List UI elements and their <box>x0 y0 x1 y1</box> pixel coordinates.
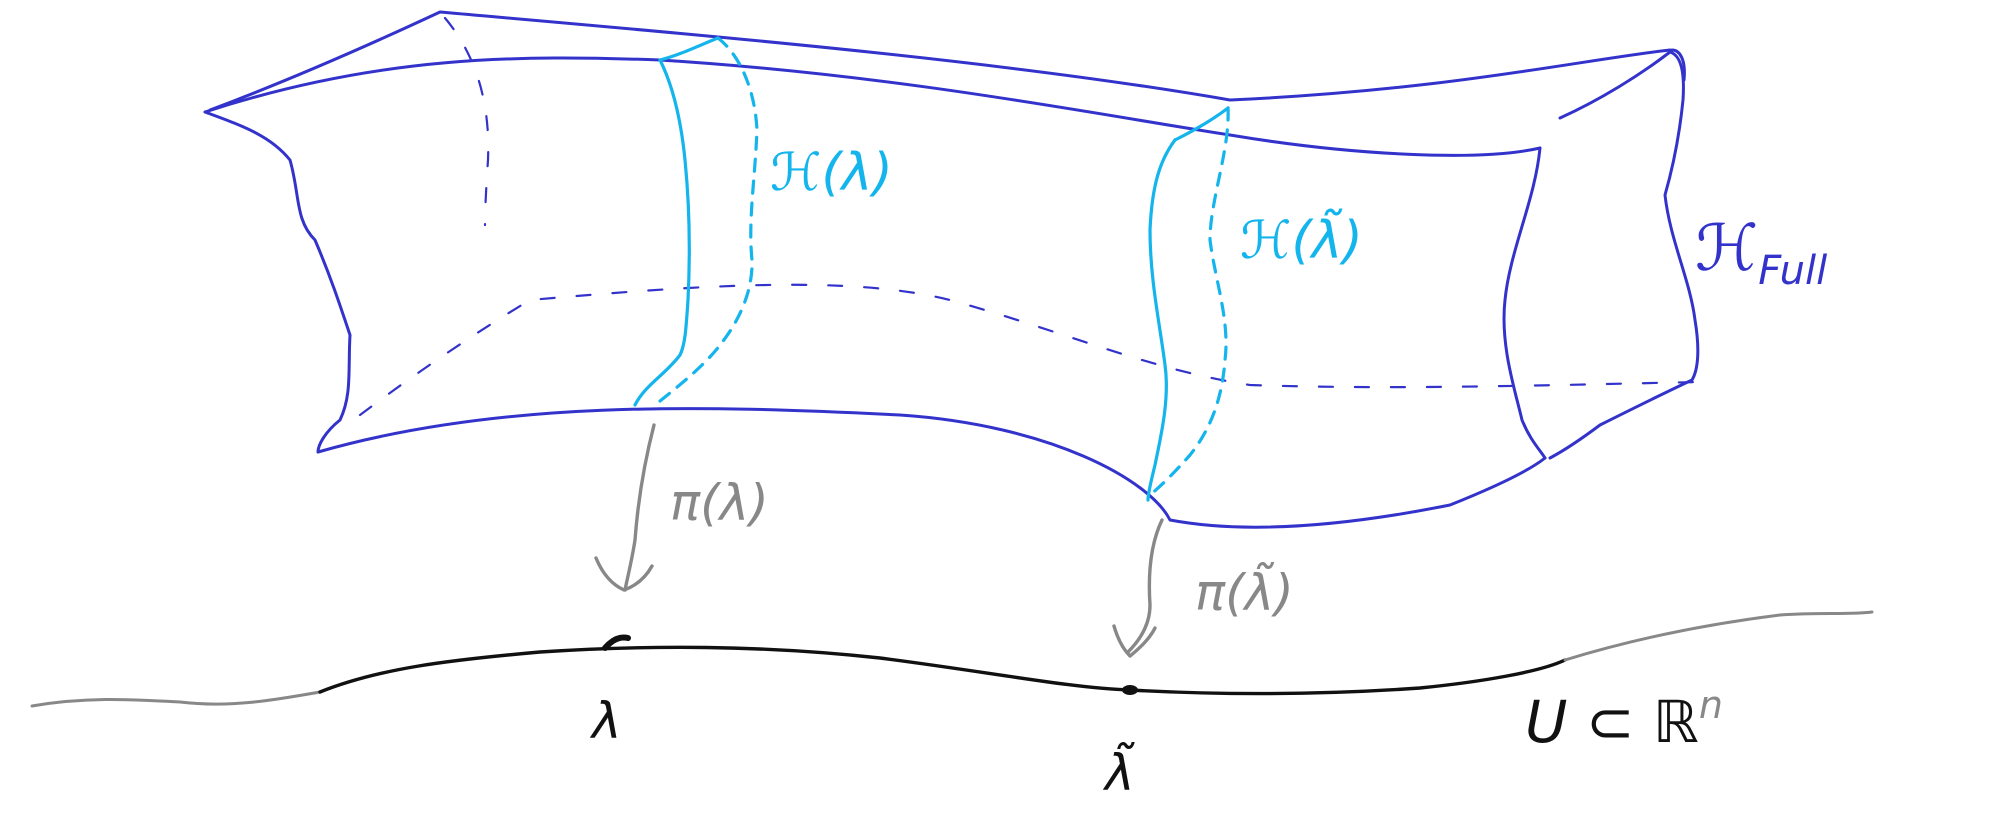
hidden-left-vertical <box>443 16 490 227</box>
surface-back-top-edge <box>208 10 1672 112</box>
projection-arrows <box>594 423 1164 658</box>
proj-lambda-arrow-head <box>594 556 654 592</box>
fiber-lambda-tilde-top-edge <box>1173 106 1230 142</box>
base-curve-domain <box>318 645 1567 696</box>
surface-right-back-edge <box>1548 50 1700 460</box>
full-space-surface <box>203 10 1700 529</box>
surface-front-top-edge <box>203 56 1542 157</box>
point-lambda-mark <box>602 634 631 651</box>
surface-bottom-front-edge <box>316 407 1547 529</box>
label-point-lambda-tilde: λ̃ <box>1102 742 1136 802</box>
point-lambda-tilde-mark <box>1122 685 1138 695</box>
proj-lambda-tilde-arrow-shaft <box>1126 518 1164 654</box>
label-proj-lambda: π(λ) <box>670 474 769 532</box>
fiber-lambda-tilde-front-edge <box>1146 138 1177 502</box>
label-domain: U ⊂ ℝn <box>1525 683 1723 756</box>
fiber-lambda-tilde-back-edge <box>1148 106 1230 497</box>
label-point-lambda: λ <box>589 692 622 750</box>
base-curve-grey-left <box>30 690 322 708</box>
fiber-lambda-back-edge <box>653 36 759 407</box>
fiber-lambda-tilde <box>1146 106 1230 502</box>
full-space-subscript: Full <box>1758 248 1827 294</box>
label-proj-lambda-tilde: π(λ̃) <box>1195 562 1294 622</box>
surface-left-edge <box>203 110 352 454</box>
fiber-lambda <box>633 36 759 407</box>
label-fiber-lambda: ℋ(λ) <box>770 143 893 203</box>
proj-lambda-tilde-arrow-head <box>1112 624 1157 658</box>
domain-superscript: n <box>1699 683 1723 727</box>
surface-right-cap <box>1670 48 1686 82</box>
base-curve-grey-right <box>1563 610 1874 662</box>
surface-right-front-edge <box>1502 146 1547 460</box>
hidden-bottom-back-line <box>358 283 1702 417</box>
domain-text: U ⊂ ℝ <box>1525 688 1699 756</box>
label-full-space: ℋFull <box>1695 212 1827 294</box>
fiber-lambda-front-edge <box>633 58 691 407</box>
fiber-lambda-top-edge <box>658 36 720 62</box>
label-fiber-lambda-tilde: ℋ(λ̃) <box>1240 209 1363 271</box>
proj-lambda-arrow-shaft <box>623 423 656 592</box>
base-space <box>30 610 1874 708</box>
surface-hidden-edges <box>358 16 1702 417</box>
full-space-symbol: ℋ <box>1695 212 1758 286</box>
